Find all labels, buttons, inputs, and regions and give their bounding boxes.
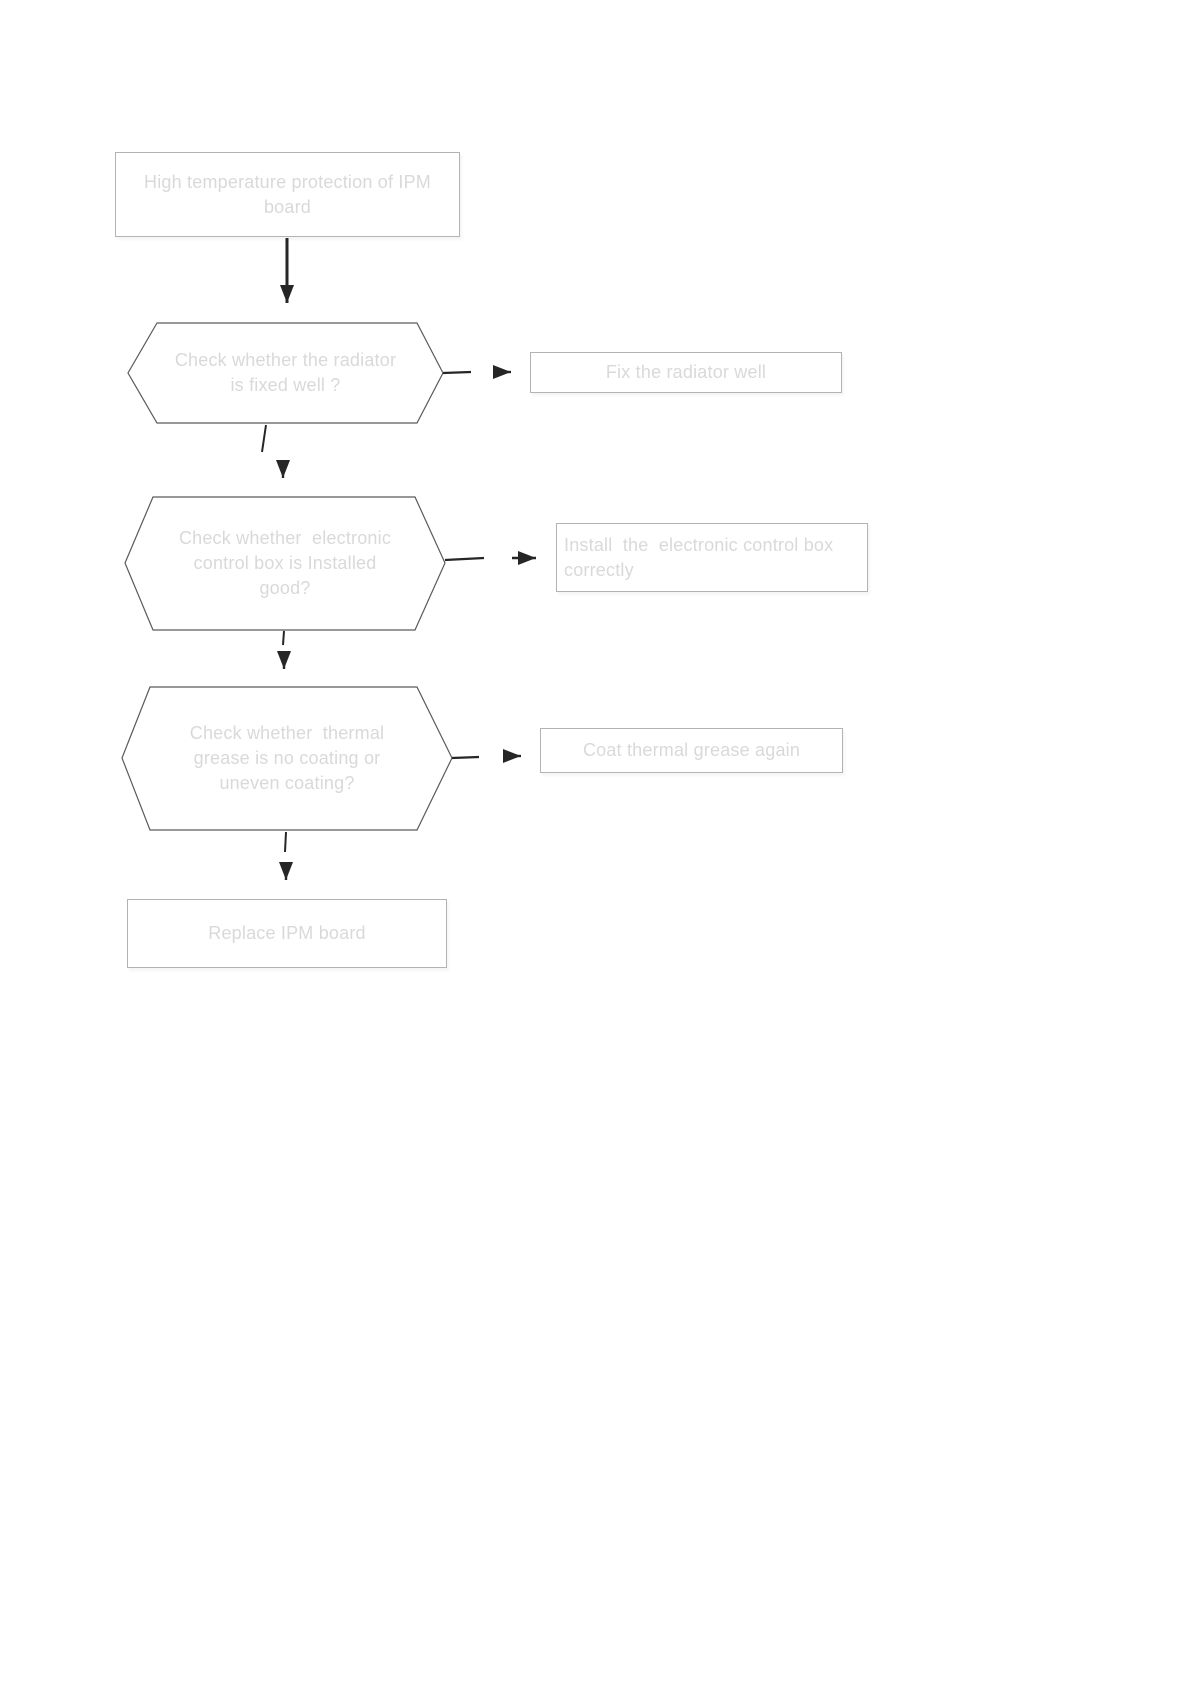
decision2-label-control-box: Check whether electronic control box is …	[125, 497, 445, 630]
connector-dash-decision1	[261, 424, 267, 453]
stub-decision2-right	[444, 556, 485, 562]
decision1-line: is fixed well ?	[230, 375, 341, 395]
stub-decision3-right	[451, 755, 480, 760]
connector-dash-decision3	[284, 831, 287, 853]
connector-dash-decision2	[282, 630, 285, 646]
action-node-install-control-box: Install the electronic control box corre…	[556, 523, 868, 592]
action-node-coat-thermal-grease: Coat thermal grease again	[540, 728, 843, 773]
action2-line: Install the electronic control box	[564, 534, 834, 555]
decision-hexagon-thermal-grease	[121, 686, 453, 831]
action1-line: Fix the radiator well	[605, 362, 767, 382]
decision1-label-radiator: Check whether the radiator is fixed well…	[128, 323, 443, 423]
end-node-replace-ipm-board: Replace IPM board	[127, 899, 447, 968]
start-node-ipm-high-temp: High temperature protection of IPM board	[115, 152, 460, 237]
end-node-line: Replace IPM board	[208, 923, 366, 943]
stub-decision1-right	[442, 370, 472, 375]
decision3-line: uneven coating?	[219, 773, 355, 793]
action2-line: correctly	[564, 559, 634, 580]
decision3-line: Check whether thermal	[189, 723, 385, 743]
decision2-line: control box is Installed	[193, 553, 377, 573]
decision1-line: Check whether the radiator	[174, 350, 397, 370]
decision3-label-thermal-grease: Check whether thermal grease is no coati…	[122, 687, 452, 830]
decision2-line: good?	[259, 578, 311, 598]
decision3-line: grease is no coating or	[193, 748, 381, 768]
start-node-line: board	[263, 196, 312, 217]
decision-hexagon-control-box	[124, 496, 446, 631]
decision-hexagon-radiator	[127, 322, 444, 424]
action3-line: Coat thermal grease again	[582, 740, 801, 760]
start-node-line: High temperature protection of IPM	[144, 171, 431, 192]
decision2-line: Check whether electronic	[178, 528, 392, 548]
action-node-fix-radiator: Fix the radiator well	[530, 352, 842, 393]
